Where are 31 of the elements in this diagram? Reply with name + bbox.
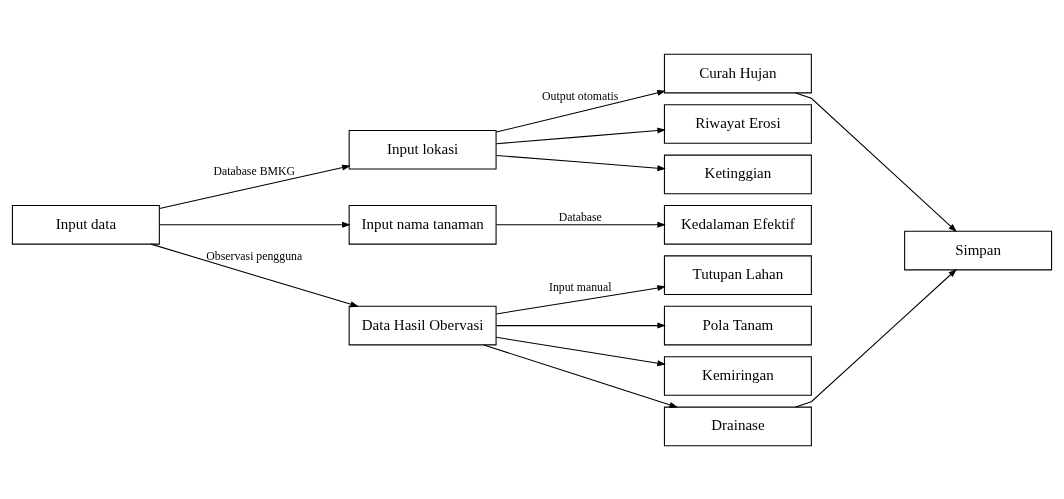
edge-label: Database [558,209,602,224]
arrow [495,127,666,144]
node-box: Drainase [663,406,812,446]
node-box: Input lokasi [348,129,497,170]
node-box: Ketinggian [663,154,812,194]
arrow [795,268,957,408]
edge-label: Input manual [549,279,612,294]
node-box: Kedalaman Efektif [663,204,812,245]
arrow [495,336,666,366]
node-box: Data Hasil Obervasi [348,305,497,345]
edge-label: Observasi pengguna [206,248,303,263]
node-box: Tutupan Lahan [663,254,812,295]
arrow [150,243,359,307]
node-box: Pola Tanam [663,305,812,345]
edge-label: Database BMKG [213,163,295,178]
arrow [495,284,666,314]
node-box: Input nama tanaman [348,204,497,245]
node-box: Kemiringan [663,355,812,396]
arrow [495,221,666,228]
node-box: Curah Hujan [663,53,812,93]
node-box: Input data [11,204,160,245]
arrow [159,221,351,228]
arrow [483,343,679,408]
arrow [495,89,666,133]
edge-label: Output otomatis [542,88,619,103]
arrow [495,154,666,171]
arrow [795,91,957,232]
arrow [159,164,351,209]
node-box: Riwayat Erosi [663,103,812,144]
arrow [495,322,666,329]
node-box: Simpan [904,230,1053,270]
